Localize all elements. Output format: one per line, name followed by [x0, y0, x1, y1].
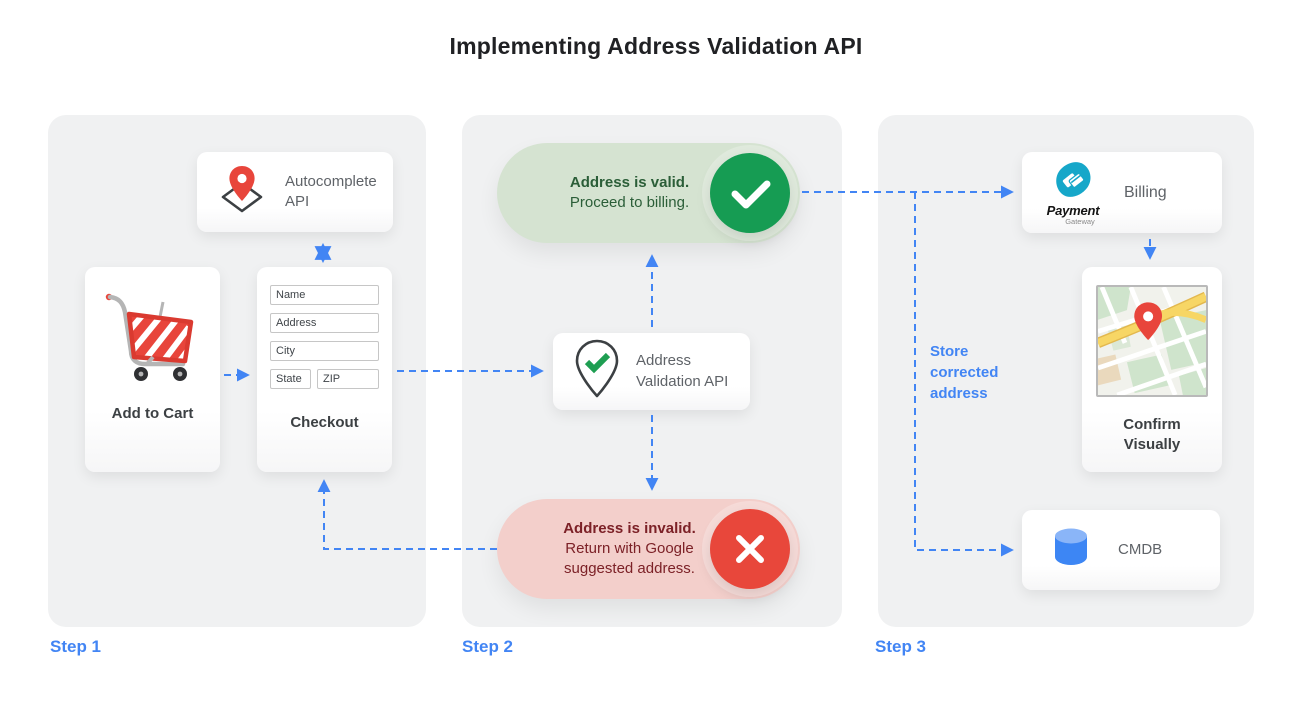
checkout-node: Name Address City State ZIP Checkout — [257, 267, 392, 472]
check-circle-icon — [710, 153, 790, 233]
page-title: Implementing Address Validation API — [449, 33, 863, 59]
autocomplete-api-node: Autocomplete API — [197, 152, 393, 232]
address-invalid-title: Address is invalid. — [563, 519, 696, 537]
cmdb-label: CMDB — [1118, 540, 1163, 558]
confirm-visually-node: Confirm Visually — [1082, 267, 1222, 472]
payment-gateway-logo: Payment Gateway — [1040, 160, 1106, 226]
database-icon — [1048, 525, 1094, 576]
pin-check-icon — [573, 338, 621, 405]
step2-label: Step 2 — [462, 637, 514, 656]
address-validation-api-node: Address Validation API — [553, 333, 750, 410]
shopping-cart-icon — [101, 267, 205, 390]
step3-label: Step 3 — [875, 637, 927, 656]
checkout-field-city: City — [270, 341, 379, 361]
address-valid-text: Address is valid. Proceed to billing. — [549, 173, 710, 214]
address-valid-result: Address is valid. Proceed to billing. — [497, 143, 800, 243]
confirm-visually-label: Confirm Visually — [1123, 416, 1181, 453]
map-thumbnail — [1096, 267, 1209, 402]
address-valid-title: Address is valid. — [569, 173, 690, 191]
add-to-cart-node: Add to Cart — [85, 267, 220, 472]
address-invalid-body: Return with Google suggested address. — [564, 539, 695, 578]
add-to-cart-label: Add to Cart — [111, 405, 194, 422]
x-circle-icon — [710, 509, 790, 589]
autocomplete-api-label: Autocomplete API — [285, 172, 377, 210]
checkout-field-address: Address — [270, 313, 379, 333]
map-pin-diamond-icon — [213, 161, 271, 224]
address-invalid-text: Address is invalid. Return with Google s… — [549, 519, 710, 580]
billing-node: Payment Gateway Billing — [1022, 152, 1222, 233]
address-validation-api-label: Address Validation API — [636, 352, 729, 390]
checkout-field-name: Name — [270, 285, 379, 305]
address-valid-body: Proceed to billing. — [569, 194, 690, 211]
payment-logo-subtitle: Gateway — [1065, 216, 1095, 226]
payment-logo-title: Payment — [1046, 202, 1100, 218]
step1-label: Step 1 — [50, 637, 102, 656]
cmdb-node: CMDB — [1022, 510, 1220, 590]
store-corrected-address-note: Store corrected address — [930, 343, 999, 402]
checkout-label: Checkout — [290, 414, 359, 431]
billing-label: Billing — [1124, 183, 1167, 201]
checkout-field-state: State — [270, 369, 311, 389]
checkout-field-zip: ZIP — [317, 369, 379, 389]
address-invalid-result: Address is invalid. Return with Google s… — [497, 499, 800, 599]
